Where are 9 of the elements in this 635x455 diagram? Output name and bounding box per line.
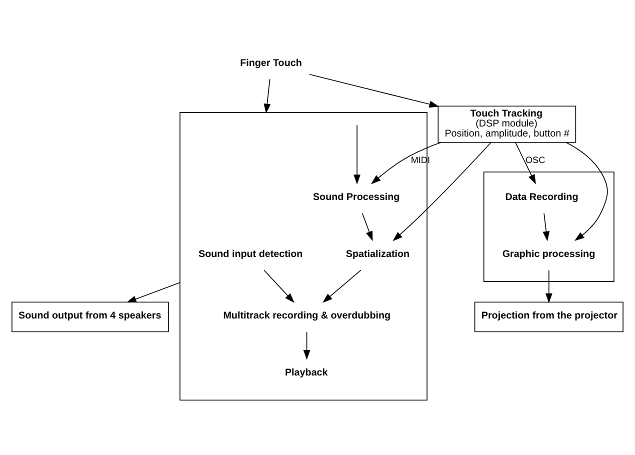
node-text: Sound Processing — [312, 192, 400, 203]
node-text: Finger Touch — [240, 57, 302, 68]
node-text: Data Recording — [505, 192, 578, 203]
edge-label: OSC — [526, 154, 546, 164]
node-text: Graphic processing — [502, 248, 596, 260]
node-text: Spatialization — [346, 248, 410, 260]
node-text: Sound input detection — [198, 248, 303, 260]
node-text: Multitrack recording & overdubbing — [223, 310, 391, 322]
node-text: Playback — [284, 366, 328, 378]
